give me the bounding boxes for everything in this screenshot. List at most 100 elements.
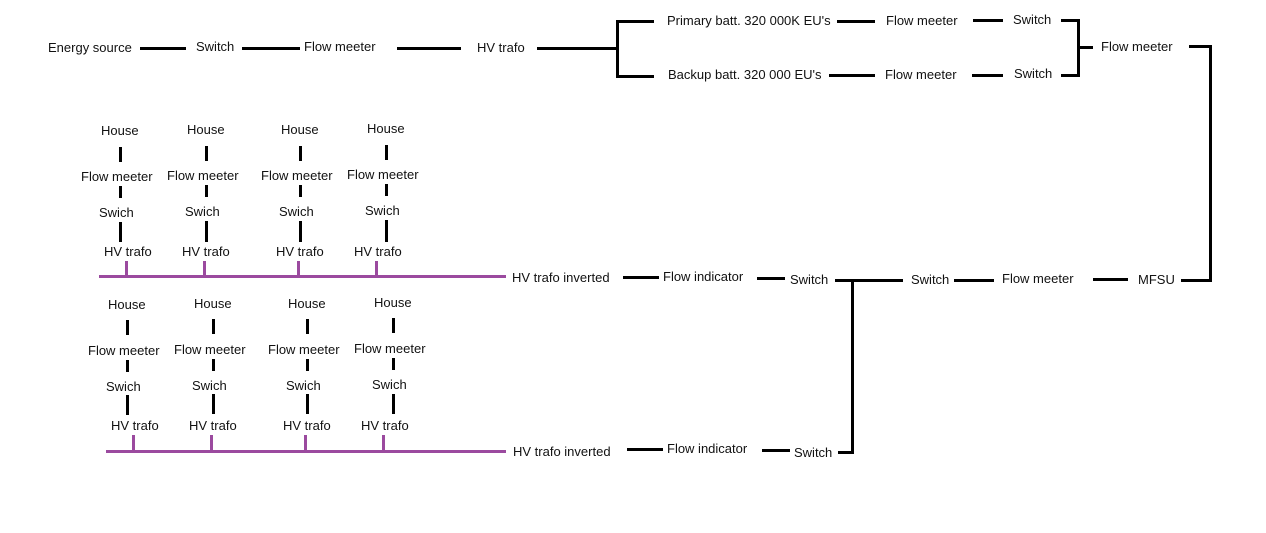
node-flow-meter: Flow meeter	[174, 342, 246, 357]
bus-tap	[203, 261, 206, 276]
node-switch: Swich	[192, 378, 227, 393]
node-district-1-switch: Switch	[790, 272, 829, 287]
connector-line	[829, 74, 875, 77]
node-switch: Switch	[911, 272, 950, 287]
node-house: House	[108, 297, 146, 312]
connector-line	[1093, 278, 1128, 281]
node-district-1-flow-indicator: Flow indicator	[663, 269, 744, 284]
node-switch: Swich	[286, 378, 321, 393]
connector-line	[119, 147, 122, 162]
node-flow-meter: Flow meeter	[304, 39, 376, 54]
connector-line	[627, 448, 663, 451]
node-flow-meter: Flow meeter	[347, 167, 419, 182]
connector-line	[397, 47, 461, 50]
connector-line	[616, 20, 654, 23]
split-bracket	[616, 20, 619, 78]
connector-line	[1181, 279, 1212, 282]
connector-line	[140, 47, 186, 50]
node-hv-trafo: HV trafo	[111, 418, 159, 433]
connector-line	[954, 279, 994, 282]
bus-tap	[297, 261, 300, 276]
connector-line	[205, 185, 208, 197]
district-2-bus	[106, 450, 506, 453]
district-1-bus	[99, 275, 506, 278]
node-switch: Swich	[365, 203, 400, 218]
node-flow-meter: Flow meeter	[88, 343, 160, 358]
connector-line	[392, 318, 395, 333]
connector-line	[119, 186, 122, 198]
node-switch: Switch	[196, 39, 235, 54]
bus-tap	[375, 261, 378, 276]
node-house: House	[288, 296, 326, 311]
connector-line	[1077, 46, 1093, 49]
bus-tap	[132, 435, 135, 451]
node-hv-trafo: HV trafo	[182, 244, 230, 259]
connector-line	[126, 360, 129, 372]
connector-line	[623, 276, 659, 279]
connector-line	[537, 47, 619, 50]
node-house: House	[374, 295, 412, 310]
connector-line	[757, 277, 785, 280]
connector-line	[126, 395, 129, 415]
node-hv-trafo: HV trafo	[189, 418, 237, 433]
connector-line	[762, 449, 790, 452]
node-district-2-switch: Switch	[794, 445, 833, 460]
node-switch: Switch	[1014, 66, 1053, 81]
connector-line	[385, 145, 388, 160]
connector-line	[299, 146, 302, 161]
node-flow-meter: Flow meeter	[885, 67, 957, 82]
node-hv-trafo: HV trafo	[361, 418, 409, 433]
node-switch: Swich	[279, 204, 314, 219]
connector-line	[306, 359, 309, 371]
node-hv-trafo: HV trafo	[276, 244, 324, 259]
node-mfsu: MFSU	[1138, 272, 1175, 287]
node-flow-meter: Flow meeter	[886, 13, 958, 28]
connector-line	[299, 221, 302, 242]
connector-line	[205, 146, 208, 161]
node-energy-source: Energy source	[48, 40, 132, 55]
bus-tap	[382, 435, 385, 451]
connector-line	[306, 319, 309, 334]
connector-line	[385, 184, 388, 196]
bus-tap	[125, 261, 128, 276]
connector-line	[212, 359, 215, 371]
node-district-1-trafo-inverted: HV trafo inverted	[512, 270, 610, 285]
connector-line	[972, 74, 1003, 77]
node-switch: Swich	[99, 205, 134, 220]
node-merged-flow-meter: Flow meeter	[1101, 39, 1173, 54]
node-house: House	[194, 296, 232, 311]
connector-line	[212, 394, 215, 414]
connector-line	[837, 20, 875, 23]
right-vertical-line	[1209, 45, 1212, 282]
junction-vertical-line	[851, 279, 854, 454]
node-flow-meter: Flow meeter	[167, 168, 239, 183]
connector-line	[973, 19, 1003, 22]
node-primary-battery: Primary batt. 320 000K EU's	[667, 13, 831, 28]
connector-line	[1189, 45, 1212, 48]
connector-line	[242, 47, 300, 50]
node-flow-meter: Flow meeter	[1002, 271, 1074, 286]
node-house: House	[187, 122, 225, 137]
node-switch: Swich	[106, 379, 141, 394]
connector-line	[392, 394, 395, 414]
connector-line	[306, 394, 309, 414]
node-house: House	[281, 122, 319, 137]
node-switch: Swich	[185, 204, 220, 219]
node-house: House	[367, 121, 405, 136]
node-backup-battery: Backup batt. 320 000 EU's	[668, 67, 822, 82]
connector-line	[385, 220, 388, 242]
connector-line	[616, 75, 654, 78]
connector-line	[1061, 19, 1080, 22]
node-hv-trafo: HV trafo	[104, 244, 152, 259]
connector-line	[299, 185, 302, 197]
node-district-2-flow-indicator: Flow indicator	[667, 441, 748, 456]
node-flow-meter: Flow meeter	[81, 169, 153, 184]
node-hv-trafo: HV trafo	[477, 40, 525, 55]
connector-line	[126, 320, 129, 335]
node-flow-meter: Flow meeter	[268, 342, 340, 357]
connector-line	[119, 222, 122, 242]
bus-tap	[304, 435, 307, 451]
connector-line	[838, 451, 854, 454]
connector-line	[835, 279, 903, 282]
node-house: House	[101, 123, 139, 138]
